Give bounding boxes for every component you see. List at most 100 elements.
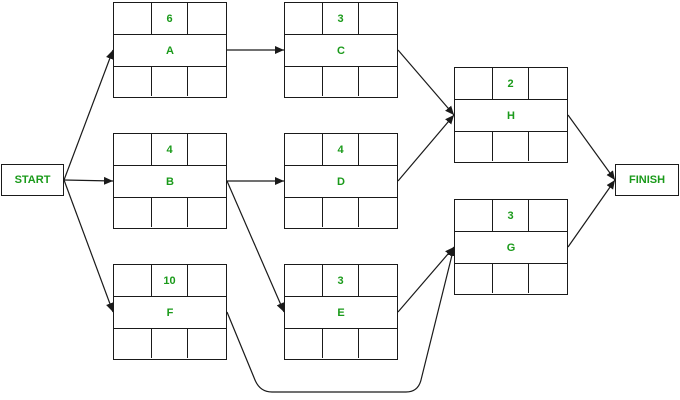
duration-cell: 6 — [152, 3, 188, 34]
node-top-row: 4 — [285, 134, 397, 166]
node-duration: 3 — [337, 12, 344, 25]
node-cell — [285, 3, 323, 34]
node-top-row: 3 — [285, 3, 397, 35]
node-name-row: D — [285, 166, 397, 198]
node-duration: 4 — [337, 143, 344, 156]
node-name-row: B — [114, 166, 226, 198]
node-cell — [323, 67, 359, 96]
edge-b-e — [226, 180, 285, 313]
activity-node-a: 6 A — [113, 2, 227, 98]
node-duration: 2 — [507, 77, 514, 90]
node-top-row: 2 — [455, 68, 567, 100]
node-cell — [359, 3, 397, 34]
node-bottom-row — [285, 329, 397, 358]
node-cell — [285, 265, 323, 296]
node-cell — [188, 134, 226, 165]
node-top-row: 6 — [114, 3, 226, 35]
node-cell — [285, 134, 323, 165]
node-name: A — [166, 44, 174, 57]
node-cell — [188, 3, 226, 34]
edge-c-h — [397, 49, 455, 116]
activity-node-c: 3 C — [284, 2, 398, 98]
node-cell — [493, 132, 529, 161]
finish-label: FINISH — [628, 174, 666, 186]
node-cell — [152, 67, 188, 96]
node-cell — [285, 329, 323, 358]
node-bottom-row — [455, 132, 567, 161]
node-cell — [455, 68, 493, 99]
finish-node: FINISH — [615, 164, 679, 196]
node-cell — [152, 329, 188, 358]
node-cell — [359, 265, 397, 296]
node-name-row: E — [285, 297, 397, 329]
node-name-row: F — [114, 297, 226, 329]
edge-start-f — [63, 179, 114, 313]
duration-cell: 3 — [323, 3, 359, 34]
node-cell — [114, 265, 152, 296]
node-bottom-row — [114, 67, 226, 96]
start-node: START — [1, 164, 64, 196]
node-cell — [114, 198, 152, 227]
duration-cell: 2 — [493, 68, 529, 99]
node-top-row: 3 — [455, 200, 567, 232]
node-cell — [152, 198, 188, 227]
node-name-row: G — [455, 232, 567, 264]
activity-node-f: 10 F — [113, 264, 227, 360]
node-name: E — [337, 306, 345, 319]
node-cell — [114, 134, 152, 165]
activity-node-d: 4 D — [284, 133, 398, 229]
node-cell — [359, 67, 397, 96]
node-cell — [359, 329, 397, 358]
node-duration: 4 — [166, 143, 173, 156]
activity-node-b: 4 B — [113, 133, 227, 229]
duration-cell: 4 — [323, 134, 359, 165]
node-cell — [114, 67, 152, 96]
edge-start-b — [63, 176, 114, 185]
node-duration: 3 — [507, 209, 514, 222]
node-duration: 3 — [337, 274, 344, 287]
node-cell — [359, 198, 397, 227]
node-name-row: C — [285, 35, 397, 67]
node-name: C — [337, 44, 345, 57]
activity-node-e: 3 E — [284, 264, 398, 360]
start-label: START — [14, 174, 51, 186]
duration-cell: 10 — [152, 265, 188, 296]
node-bottom-row — [455, 264, 567, 293]
node-name: H — [507, 109, 515, 122]
edge-h-finish — [567, 114, 616, 181]
node-name: F — [166, 306, 174, 319]
node-cell — [529, 132, 567, 161]
edge-start-a — [63, 49, 114, 181]
node-cell — [529, 264, 567, 293]
node-cell — [529, 200, 567, 231]
duration-cell: 4 — [152, 134, 188, 165]
node-cell — [188, 265, 226, 296]
node-bottom-row — [114, 329, 226, 358]
duration-cell: 3 — [493, 200, 529, 231]
node-top-row: 3 — [285, 265, 397, 297]
node-cell — [285, 67, 323, 96]
node-cell — [188, 67, 226, 96]
node-cell — [188, 198, 226, 227]
edge-g-finish — [567, 179, 616, 248]
node-duration: 6 — [166, 12, 173, 25]
node-name: B — [166, 175, 174, 188]
node-cell — [455, 264, 493, 293]
edge-f-g — [226, 246, 456, 393]
edge-d-h — [397, 114, 455, 182]
node-bottom-row — [285, 198, 397, 227]
edge-e-g — [397, 246, 455, 313]
node-cell — [188, 329, 226, 358]
activity-node-g: 3 G — [454, 199, 568, 295]
node-cell — [323, 198, 359, 227]
node-cell — [455, 132, 493, 161]
node-name-row: A — [114, 35, 226, 67]
duration-cell: 3 — [323, 265, 359, 296]
node-cell — [493, 264, 529, 293]
node-cell — [529, 68, 567, 99]
node-name: D — [337, 175, 345, 188]
node-cell — [114, 329, 152, 358]
node-top-row: 4 — [114, 134, 226, 166]
node-bottom-row — [114, 198, 226, 227]
